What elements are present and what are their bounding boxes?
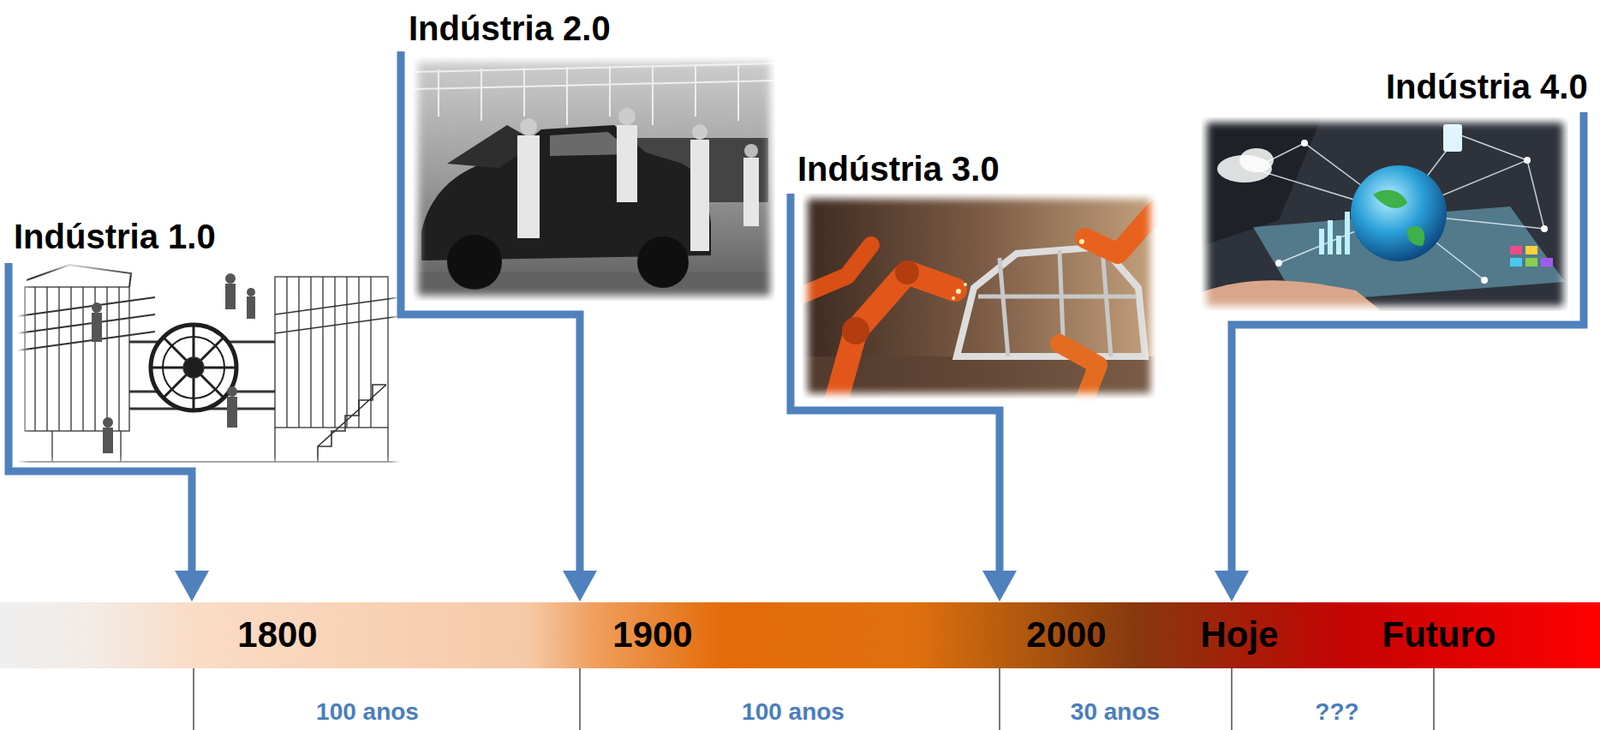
press-spokes (150, 324, 237, 411)
period-length: 100 anos (741, 698, 845, 726)
network-lines (1253, 134, 1545, 281)
era-panel: Indústria 3.0 (794, 148, 1003, 190)
timeline-bar (0, 602, 1600, 669)
car-wheel (447, 234, 502, 290)
car-wheel (637, 236, 689, 288)
press-hub (183, 357, 204, 378)
era-heading: Indústria 4.0 (1385, 65, 1589, 108)
press-workers (91, 273, 256, 454)
robot-arm (1085, 210, 1156, 254)
press-drum (150, 324, 237, 411)
robot-line-illustration (802, 193, 1156, 399)
leader-arrowheads (174, 570, 1249, 602)
robot-joint (841, 316, 870, 345)
hand (1201, 280, 1382, 311)
digital-network-illustration (1201, 117, 1569, 311)
factory-ground (412, 56, 776, 301)
network-nodes (1275, 131, 1548, 284)
robot-arm (836, 272, 956, 399)
robot-arm (802, 244, 872, 295)
era-panel: Indústria 1.0 (10, 215, 220, 257)
era-heading: Indústria 2.0 (408, 7, 611, 49)
press-boards (17, 264, 156, 351)
factory-ground (802, 193, 1156, 399)
era-panel: Indústria 4.0 (1382, 65, 1592, 108)
press-frame-bars (274, 276, 400, 428)
period-length: ??? (1314, 698, 1359, 726)
timeline-mark: 1800 (237, 614, 317, 656)
chart-bars (1321, 211, 1348, 255)
suit-ground (1201, 117, 1569, 311)
welding-sparks (951, 238, 1085, 300)
leader-lines (8, 51, 1584, 573)
timeline-ticks (193, 668, 1434, 730)
press-stairs (317, 384, 387, 462)
period-length: 100 anos (316, 698, 419, 726)
globe (1350, 165, 1447, 262)
press-floor (17, 427, 400, 462)
app-tiles (1510, 245, 1553, 267)
era-panel: Indústria 2.0 (405, 7, 615, 49)
assembly-line-illustration (412, 56, 776, 301)
printing-press-illustration (17, 264, 400, 462)
phone-icon (1443, 124, 1463, 152)
timeline-mark: 1900 (612, 614, 693, 656)
globe-land (1373, 190, 1425, 246)
robot-arm (1059, 343, 1099, 399)
era-heading: Indústria 1.0 (13, 215, 216, 257)
timeline-mark: Hoje (1200, 614, 1278, 656)
factory-ceiling (412, 63, 776, 126)
timeline-mark: 2000 (1026, 614, 1106, 656)
robot-joint (895, 260, 920, 285)
factory-workers (517, 107, 759, 251)
cloud (1239, 148, 1274, 173)
period-length: 30 anos (1070, 698, 1160, 726)
timeline-mark: Futuro (1382, 614, 1497, 656)
era-heading: Indústria 3.0 (797, 148, 1000, 190)
